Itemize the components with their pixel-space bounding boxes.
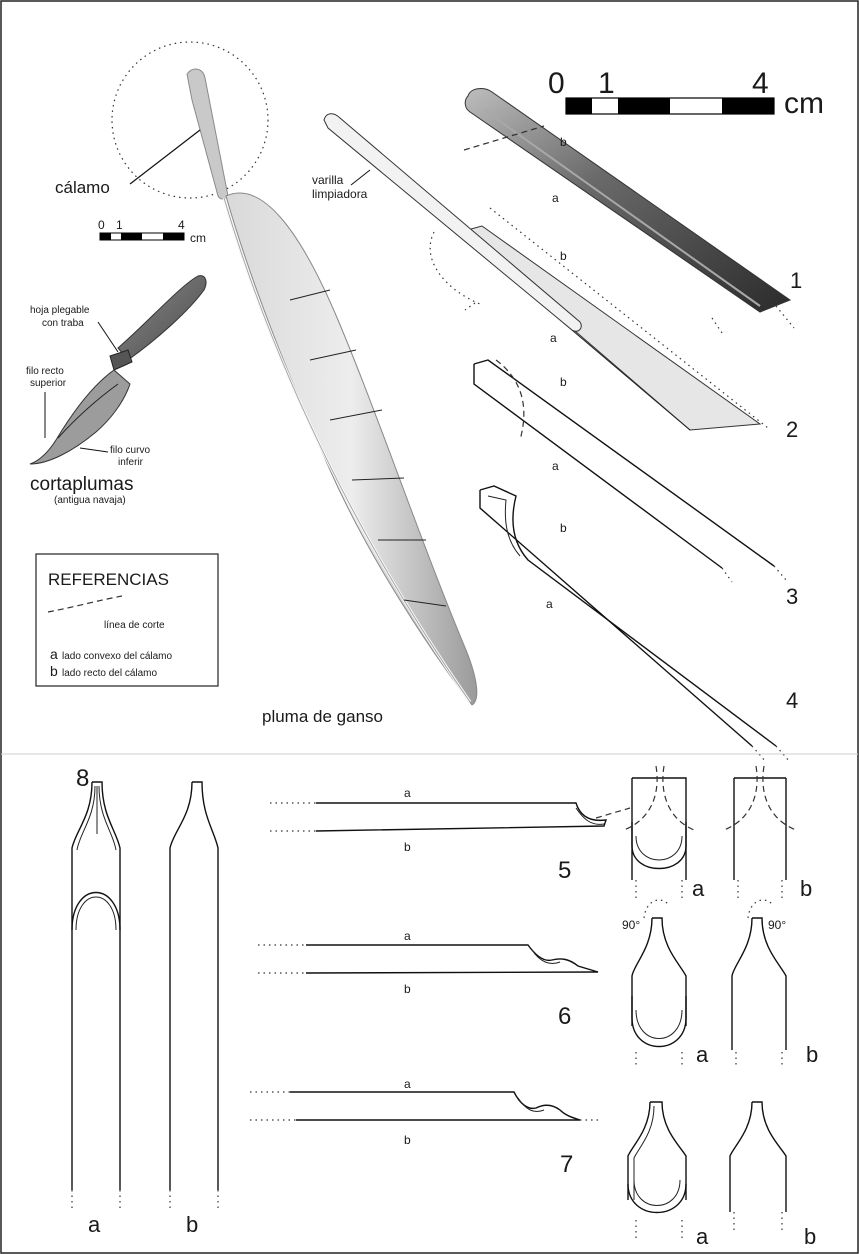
- referencias-box: REFERENCIAS línea de corte a lado convex…: [36, 554, 218, 686]
- step-5-side-a: a: [404, 786, 411, 800]
- step-8-number: 8: [76, 765, 89, 792]
- referencias-a-text: lado convexo del cálamo: [62, 651, 173, 662]
- navaja-label: (antigua navaja): [54, 495, 126, 506]
- step-2-side-b: b: [560, 249, 567, 263]
- step-6-number: 6: [558, 1003, 571, 1030]
- scale-four: 4: [752, 67, 769, 100]
- scale-zero: 0: [548, 67, 565, 100]
- hoja-label-2: con traba: [42, 318, 84, 329]
- step-3-side-a: a: [552, 459, 559, 473]
- filo-superior-label-1: filo recto: [26, 366, 64, 377]
- step-1-side-a: a: [552, 191, 559, 205]
- referencias-title: REFERENCIAS: [48, 570, 169, 589]
- step-8-front-a-label: a: [88, 1212, 101, 1237]
- step-6-front-a-label: a: [696, 1042, 709, 1067]
- step-5-number: 5: [558, 857, 571, 884]
- small-scale-one: 1: [116, 218, 123, 232]
- step-7-side-a: a: [404, 1077, 411, 1091]
- step-5-front-b-label: b: [800, 876, 812, 901]
- step-5-front-a-label: a: [692, 876, 705, 901]
- step-7-front-a-label: a: [696, 1224, 709, 1249]
- hoja-label-1: hoja plegable: [30, 305, 90, 316]
- step-2-number: 2: [786, 417, 798, 442]
- step-5-side-b: b: [404, 840, 411, 854]
- scale-unit: cm: [784, 87, 824, 120]
- referencias-a-key: a: [50, 646, 58, 662]
- step-1-number: 1: [790, 268, 802, 293]
- filo-inferior-label-1: filo curvo: [110, 445, 150, 456]
- step-7-number: 7: [560, 1151, 573, 1178]
- step-4-side-b: b: [560, 521, 567, 535]
- step-6-front-b-label: b: [806, 1042, 818, 1067]
- calamo-label: cálamo: [55, 178, 110, 197]
- step-6-side-a: a: [404, 929, 411, 943]
- cortaplumas-label: cortaplumas: [30, 474, 134, 495]
- step-3-side-b: b: [560, 375, 567, 389]
- step-7-side-b: b: [404, 1133, 411, 1147]
- filo-inferior-label-2: inferir: [118, 457, 144, 468]
- step-7-front-b-label: b: [804, 1224, 816, 1249]
- small-scale-four: 4: [178, 218, 185, 232]
- small-scale-zero: 0: [98, 218, 105, 232]
- step-1-side-b: b: [560, 135, 567, 149]
- varilla-label-1: varilla: [312, 173, 344, 187]
- step-8-front-b-label: b: [186, 1212, 198, 1237]
- pluma-label: pluma de ganso: [262, 707, 383, 726]
- scale-one: 1: [598, 67, 615, 100]
- step-4-side-a: a: [546, 597, 553, 611]
- referencias-b-text: lado recto del cálamo: [62, 668, 157, 679]
- step-3-number: 3: [786, 584, 798, 609]
- referencias-b-key: b: [50, 663, 58, 679]
- small-scale-unit: cm: [190, 231, 206, 245]
- step-4-number: 4: [786, 688, 798, 713]
- step-6-angle-a: 90°: [622, 918, 640, 932]
- step-2-side-a: a: [550, 331, 557, 345]
- varilla-label-2: limpiadora: [312, 187, 368, 201]
- filo-superior-label-2: superior: [30, 378, 67, 389]
- step-6-side-b: b: [404, 982, 411, 996]
- referencias-linea: línea de corte: [104, 620, 165, 631]
- step-6-angle-b: 90°: [768, 918, 786, 932]
